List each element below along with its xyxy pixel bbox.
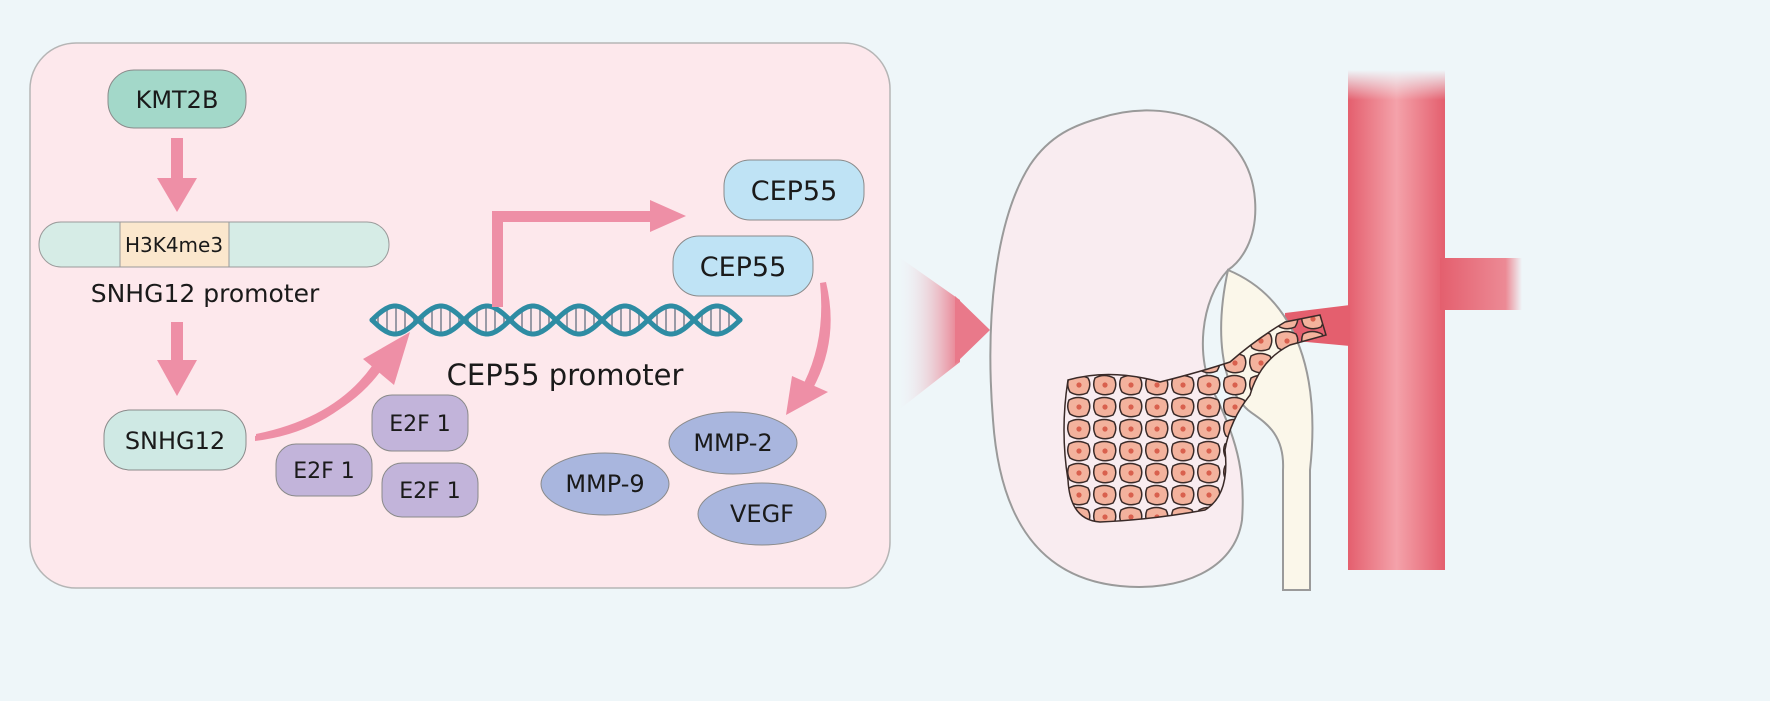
snhg12-label: SNHG12 bbox=[125, 427, 225, 455]
h3k4me3-label: H3K4me3 bbox=[125, 233, 223, 257]
arrow-snhg12-to-cep55-promoter bbox=[255, 332, 410, 441]
e2f1-label-b: E2F 1 bbox=[293, 459, 355, 484]
e2f1-label-a: E2F 1 bbox=[389, 412, 451, 437]
mmp9-node: MMP-9 bbox=[540, 452, 670, 516]
blood-vessel bbox=[1285, 70, 1522, 570]
mmp9-label: MMP-9 bbox=[565, 470, 644, 498]
vegf-label: VEGF bbox=[730, 500, 794, 528]
kmt2b-node: KMT2B bbox=[107, 69, 247, 129]
dna-helix bbox=[369, 303, 743, 337]
e2f1-node-c: E2F 1 bbox=[381, 462, 479, 518]
transcription-arrow bbox=[492, 200, 686, 307]
tumor-cells bbox=[1063, 314, 1327, 523]
dna-strand-2 bbox=[369, 303, 743, 337]
cep55-node-bottom: CEP55 bbox=[672, 235, 814, 297]
snhg12-promoter-label: SNHG12 promoter bbox=[91, 279, 320, 308]
vegf-node: VEGF bbox=[697, 482, 827, 546]
cep55-promoter-label: CEP55 promoter bbox=[447, 358, 684, 392]
kmt2b-label: KMT2B bbox=[136, 86, 219, 114]
cep55-label-top: CEP55 bbox=[751, 176, 838, 207]
snhg12-node: SNHG12 bbox=[103, 409, 247, 471]
mmp2-label: MMP-2 bbox=[693, 429, 772, 457]
arrow-cep55-to-proteins bbox=[786, 282, 831, 415]
cep55-label-bottom: CEP55 bbox=[700, 252, 787, 283]
e2f1-node-b: E2F 1 bbox=[275, 443, 373, 497]
zoom-arrow bbox=[896, 255, 990, 412]
e2f1-node-a: E2F 1 bbox=[371, 394, 469, 452]
cep55-node-top: CEP55 bbox=[723, 159, 865, 221]
e2f1-label-c: E2F 1 bbox=[399, 479, 461, 504]
arrow-promoter-to-snhg12 bbox=[157, 322, 197, 396]
snhg12-promoter-bar: H3K4me3 bbox=[38, 221, 390, 268]
mmp2-node: MMP-2 bbox=[668, 411, 798, 475]
arrow-kmt2b-to-promoter bbox=[157, 138, 197, 212]
